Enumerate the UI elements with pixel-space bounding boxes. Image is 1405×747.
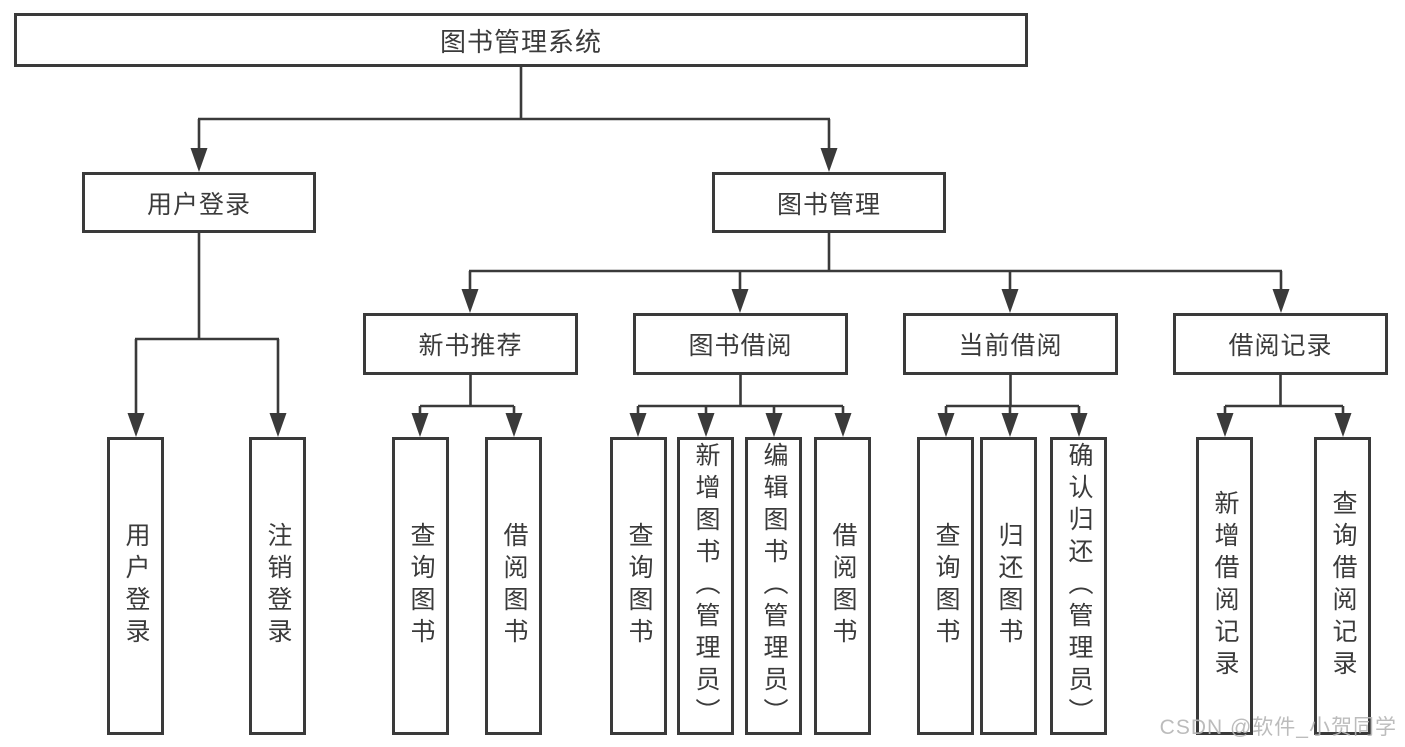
leaf-edit-book-admin-label: 编辑图书（管理员） xyxy=(760,442,788,730)
leaf-return-book: 归还图书 xyxy=(980,437,1037,735)
node-book-mgmt: 图书管理 xyxy=(712,172,946,233)
node-new-book-recommend: 新书推荐 xyxy=(363,313,578,375)
node-user-login-label: 用户登录 xyxy=(146,190,251,219)
leaf-query-books-borrow: 查询图书 xyxy=(610,437,667,735)
node-book-system: 图书管理系统 xyxy=(14,13,1028,67)
leaf-return-book-label: 归还图书 xyxy=(995,522,1023,650)
leaf-add-borrow-record-label: 新增借阅记录 xyxy=(1211,490,1239,682)
leaf-add-borrow-record: 新增借阅记录 xyxy=(1196,437,1253,735)
node-current-borrow-label: 当前借阅 xyxy=(958,332,1063,360)
leaf-logout: 注销登录 xyxy=(249,437,306,735)
leaf-confirm-return-admin-label: 确认归还（管理员） xyxy=(1065,442,1093,730)
node-user-login: 用户登录 xyxy=(82,172,316,233)
node-book-system-label: 图书管理系统 xyxy=(439,26,602,57)
leaf-edit-book-admin: 编辑图书（管理员） xyxy=(745,437,802,735)
node-new-book-recommend-label: 新书推荐 xyxy=(418,332,523,360)
leaf-add-book-admin-label: 新增图书（管理员） xyxy=(692,442,720,730)
leaf-query-books-current: 查询图书 xyxy=(917,437,974,735)
leaf-query-borrow-record-label: 查询借阅记录 xyxy=(1329,490,1357,682)
leaf-query-borrow-record: 查询借阅记录 xyxy=(1314,437,1371,735)
node-borrow-records: 借阅记录 xyxy=(1173,313,1388,375)
leaf-add-book-admin: 新增图书（管理员） xyxy=(677,437,734,735)
leaf-borrow-books-recommend-label: 借阅图书 xyxy=(500,522,528,650)
leaf-user-login: 用户登录 xyxy=(107,437,164,735)
leaf-query-books-current-label: 查询图书 xyxy=(932,522,960,650)
node-current-borrow: 当前借阅 xyxy=(903,313,1118,375)
node-book-mgmt-label: 图书管理 xyxy=(776,190,881,219)
leaf-confirm-return-admin: 确认归还（管理员） xyxy=(1050,437,1107,735)
leaf-user-login-label: 用户登录 xyxy=(122,522,150,650)
leaf-logout-label: 注销登录 xyxy=(264,522,292,650)
node-book-borrow: 图书借阅 xyxy=(633,313,848,375)
watermark: CSDN @软件_小贺同学 xyxy=(1159,716,1397,739)
node-book-borrow-label: 图书借阅 xyxy=(688,332,793,360)
node-borrow-records-label: 借阅记录 xyxy=(1228,332,1333,360)
leaf-query-books-borrow-label: 查询图书 xyxy=(625,522,653,650)
leaf-query-books-recommend-label: 查询图书 xyxy=(407,522,435,650)
leaf-borrow-books-2: 借阅图书 xyxy=(814,437,871,735)
leaf-borrow-books-recommend: 借阅图书 xyxy=(485,437,542,735)
leaf-borrow-books-2-label: 借阅图书 xyxy=(829,522,857,650)
leaf-query-books-recommend: 查询图书 xyxy=(392,437,449,735)
